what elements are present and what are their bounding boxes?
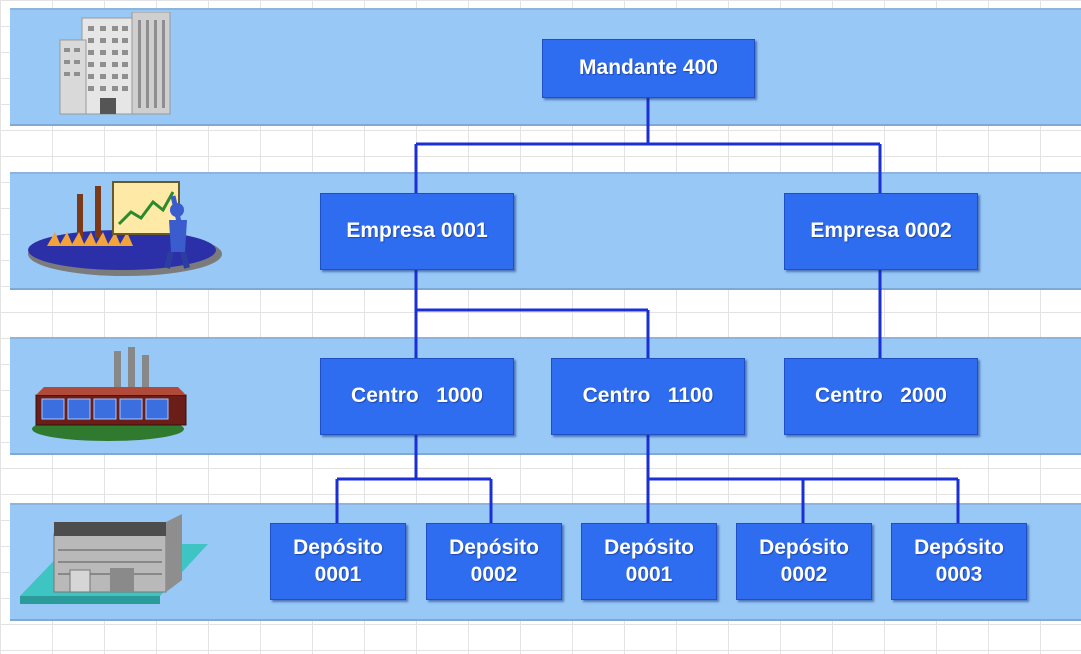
connector-empresa1-centros xyxy=(414,270,650,358)
connector-centro1-depositos xyxy=(335,435,493,523)
warehouse-icon xyxy=(20,514,208,604)
node-deposito-0002-a[interactable]: Depósito 0002 xyxy=(426,523,562,600)
node-centro-2000[interactable]: Centro 2000 xyxy=(784,358,978,435)
connector-mandante-empresas xyxy=(414,98,882,193)
node-deposito-0002-b[interactable]: Depósito 0002 xyxy=(736,523,872,600)
node-mandante-400[interactable]: Mandante 400 xyxy=(542,39,755,98)
factory-plant-icon xyxy=(32,347,187,441)
business-chart-presenter-icon xyxy=(28,181,222,276)
node-deposito-0001-a[interactable]: Depósito 0001 xyxy=(270,523,406,600)
node-deposito-0003[interactable]: Depósito 0003 xyxy=(891,523,1027,600)
node-centro-1100[interactable]: Centro 1100 xyxy=(551,358,745,435)
node-deposito-0001-b[interactable]: Depósito 0001 xyxy=(581,523,717,600)
node-empresa-0001[interactable]: Empresa 0001 xyxy=(320,193,514,270)
node-empresa-0002[interactable]: Empresa 0002 xyxy=(784,193,978,270)
connector-centro2-depositos xyxy=(646,435,960,523)
node-centro-1000[interactable]: Centro 1000 xyxy=(320,358,514,435)
office-building-icon xyxy=(59,12,171,115)
